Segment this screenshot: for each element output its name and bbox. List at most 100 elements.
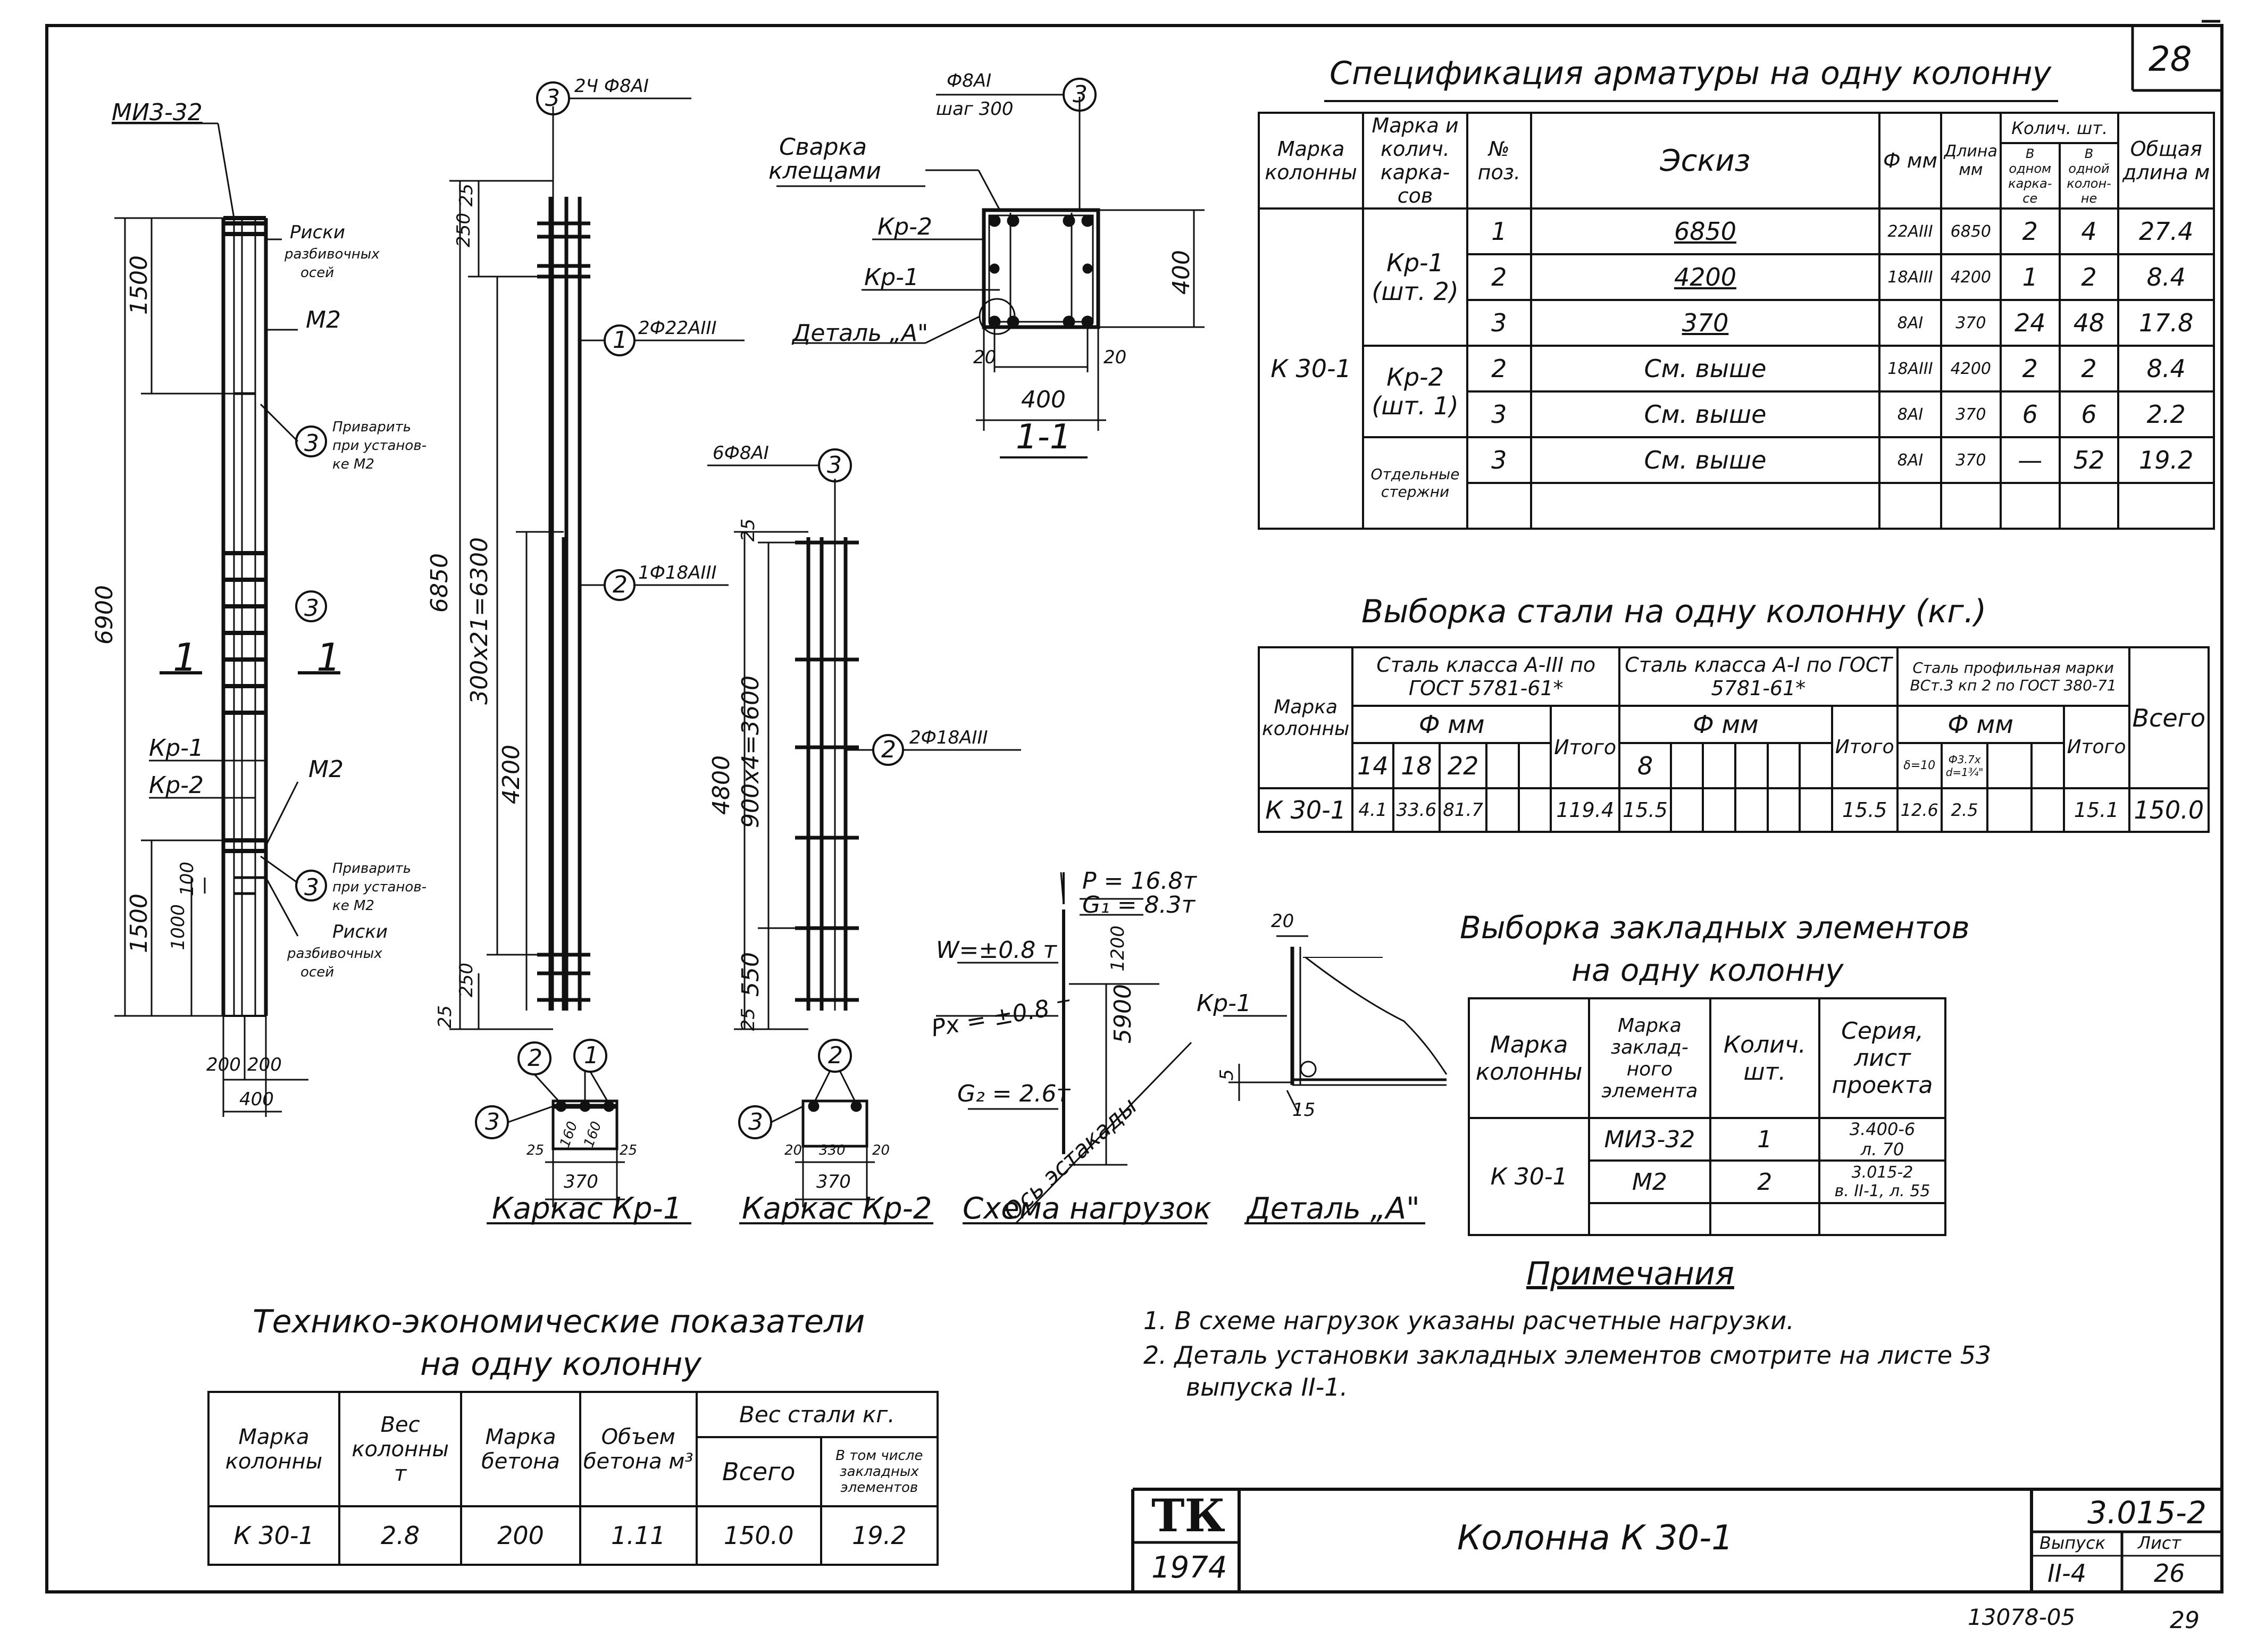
spec-h-total: Общая длина м xyxy=(2117,112,2215,210)
spec-r2-d: 8АI xyxy=(1878,299,1942,347)
steel-v-14: 4.1 xyxy=(1351,787,1394,833)
spec-r1-pos: 2 xyxy=(1466,253,1532,301)
spec-r0-len: 6850 xyxy=(1940,207,2002,255)
dim-400: 400 xyxy=(239,1089,274,1110)
embed-r0-el: МИ3-32 xyxy=(1588,1117,1711,1162)
steel-h-fmm-prof: Ф мм xyxy=(1896,705,2065,744)
spec-r1-q2: 2 xyxy=(2058,253,2120,301)
spec-r3-tot: 8.4 xyxy=(2117,345,2215,393)
spec-r4-sketch: См. выше xyxy=(1529,390,1881,438)
weld-bot-3: ке М2 xyxy=(332,898,374,914)
spec-r1-d: 18АIII xyxy=(1878,253,1942,301)
sec-kr2: Кр-2 xyxy=(877,213,933,240)
note-2: 2. Деталь установки закладных элементов … xyxy=(1143,1341,1992,1370)
steel-d-22: 22 xyxy=(1439,742,1487,789)
sec-title: 1-1 xyxy=(1016,418,1072,457)
dim-200-a: 200 xyxy=(206,1054,241,1075)
steel-d-pipe: Ф3.7х d=1¾" xyxy=(1940,742,1989,789)
kr2-sec-d1: 20 xyxy=(784,1142,803,1158)
kr2-callout-top: 6Ф8АI xyxy=(713,443,769,464)
tech-title-2: на одну колонну xyxy=(420,1346,702,1383)
embed-mark: К 30-1 xyxy=(1467,1117,1591,1236)
kr1-dim-25-top: 25 xyxy=(456,183,477,207)
steel-h-a3: Сталь класса А-III по ГОСТ 5781-61* xyxy=(1351,646,1621,707)
tech-h-volume: Объем бетона м³ xyxy=(579,1391,698,1507)
weld-bot-1: Приварить xyxy=(332,861,412,877)
section-mark-right: 1 xyxy=(316,635,341,680)
spec-r2-q1: 24 xyxy=(1999,299,2061,347)
tech-v-concrete: 200 xyxy=(460,1505,581,1566)
tb-issue-label: Выпуск xyxy=(2039,1533,2105,1553)
steel-d-18: 18 xyxy=(1392,742,1441,789)
m2-top: М2 xyxy=(306,306,341,333)
dim-200-b: 200 xyxy=(247,1054,282,1075)
pos-3-b: 3 xyxy=(304,595,319,622)
sec-weld-2: клещами xyxy=(768,157,881,185)
spec-r5-sketch: См. выше xyxy=(1529,436,1881,484)
spec-r2-len: 370 xyxy=(1940,299,2002,347)
kr1-sec-d1: 25 xyxy=(526,1142,545,1158)
tech-title-1: Технико-экономические показатели xyxy=(253,1303,865,1340)
spec-r4-tot: 2.2 xyxy=(2117,390,2215,438)
tech-v-mark: К 30-1 xyxy=(207,1505,340,1566)
sec-callout: Ф8АI xyxy=(947,70,992,91)
kr2-sec-pos2: 2 xyxy=(828,1042,843,1069)
spec-title: Спецификация арматуры на одну колонну xyxy=(1330,55,2052,92)
mark-mi3: МИ3-32 xyxy=(112,99,203,126)
tech-h-steel: Вес стали кг. xyxy=(695,1391,939,1438)
notes-title: Примечания xyxy=(1526,1255,1734,1292)
spec-r3-q1: 2 xyxy=(1999,345,2061,393)
spec-r4-pos: 3 xyxy=(1466,390,1532,438)
sec-pos3: 3 xyxy=(1073,81,1088,108)
pos-3-c: 3 xyxy=(304,874,319,901)
spec-r2-tot: 17.8 xyxy=(2117,299,2215,347)
detA-title: Деталь „А" xyxy=(1247,1191,1420,1226)
spec-r5-tot: 19.2 xyxy=(2117,436,2215,484)
steel-v-22: 81.7 xyxy=(1439,787,1487,833)
kr1-dim-250-top: 250 xyxy=(453,213,474,247)
steel-v-tot-a1: 15.5 xyxy=(1830,787,1899,833)
steel-d-14: 14 xyxy=(1351,742,1394,789)
label-kr2: Кр-2 xyxy=(149,772,204,799)
kr1-callout-1: 2Ф22АIII xyxy=(638,318,717,339)
tech-h-weight: Вес колонны т xyxy=(338,1391,463,1507)
sec-dim-20b: 20 xyxy=(1104,347,1127,368)
steel-h-a1: Сталь класса А-I по ГОСТ 5781-61* xyxy=(1618,646,1899,707)
embed-title-1: Выборка закладных элементов xyxy=(1460,910,1970,946)
weld-top-3: ке М2 xyxy=(332,456,374,472)
spec-r1-len: 4200 xyxy=(1940,253,2002,301)
kr2-pos3-num: 3 xyxy=(827,452,842,479)
spec-h-sketch: Эскиз xyxy=(1529,112,1881,210)
kr1-title: Каркас Кр-1 xyxy=(492,1191,682,1226)
steel-v-8: 15.5 xyxy=(1618,787,1672,833)
spec-r3-sketch: См. выше xyxy=(1529,345,1881,393)
tech-v-volume: 1.11 xyxy=(579,1505,698,1566)
detA-5: 5 xyxy=(1216,1069,1238,1081)
load-g2: G₂ = 2.6т xyxy=(957,1080,1071,1107)
kr1-pos2-num: 2 xyxy=(613,571,628,598)
spec-h-len: Длина мм xyxy=(1940,112,2002,210)
spec-r5-pos: 3 xyxy=(1466,436,1532,484)
spec-r0-q1: 2 xyxy=(1999,207,2061,255)
tb-name: Колонна К 30-1 xyxy=(1457,1518,1733,1558)
kr2-dim-mid: 900х4=3600 xyxy=(737,675,764,828)
kr1-dim-25-bot: 25 xyxy=(434,1005,456,1029)
detA-20: 20 xyxy=(1271,911,1294,932)
steel-d-plate: δ=10 xyxy=(1896,742,1943,789)
embed-h-qty: Колич. шт. xyxy=(1709,997,1821,1119)
kr2-pos2-num: 2 xyxy=(881,736,896,763)
steel-h-tot-a3: Итого xyxy=(1550,705,1621,789)
kr2-dim-25-bot: 25 xyxy=(738,1008,759,1031)
kr1-dim-mid: 300х21=6300 xyxy=(466,537,493,705)
spec-r0-pos: 1 xyxy=(1466,207,1532,255)
steel-table: Марка колонны Сталь класса А-III по ГОСТ… xyxy=(1257,646,2210,833)
spec-r3-len: 4200 xyxy=(1940,345,2002,393)
sec-dim-w: 400 xyxy=(1021,386,1066,413)
dim-1000: 1000 xyxy=(168,904,189,950)
spec-group-kr1: Кр-1(шт. 2) xyxy=(1362,207,1468,347)
pos-3-a: 3 xyxy=(304,430,319,457)
spec-r0-tot: 27.4 xyxy=(2117,207,2215,255)
spec-r5-q1: — xyxy=(1999,436,2061,484)
